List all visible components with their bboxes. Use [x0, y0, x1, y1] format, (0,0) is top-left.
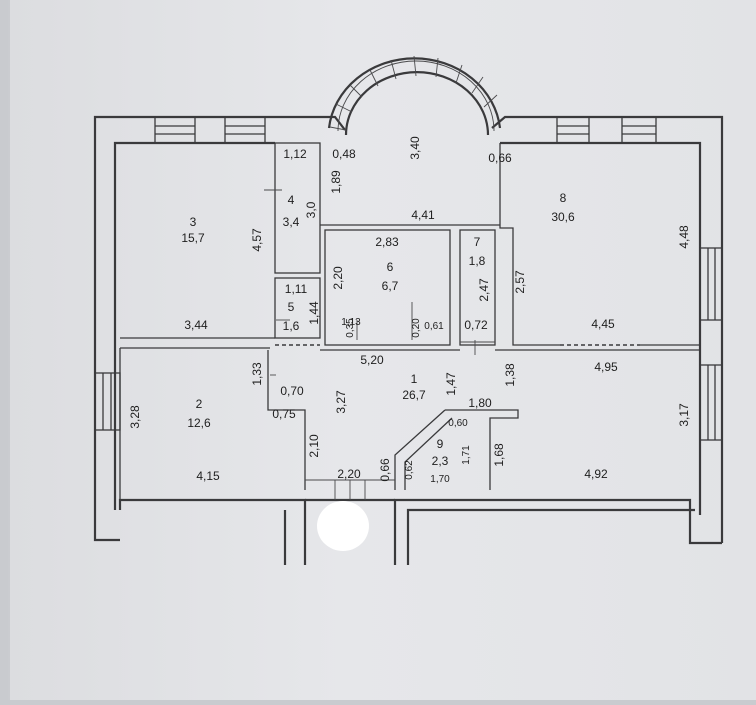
dim-label: 1,38: [503, 363, 517, 387]
outer-walls: [93, 55, 724, 565]
dim-label: 4,41: [411, 208, 435, 222]
dim-label: 1,70: [430, 474, 450, 485]
floor-plan: 3 15,7 4 3,4 5 1,6 6 6,7 7 1,8 8 30,6 2 …: [8, 0, 724, 700]
dim-label: 0,70: [280, 384, 304, 398]
dim-label: 2,47: [477, 278, 491, 302]
dim-label: 3,44: [184, 318, 208, 332]
interior-walls: [119, 142, 700, 500]
dim-label: 4,48: [677, 225, 691, 249]
redaction-blob: [317, 501, 369, 551]
dim-label: 1,33: [250, 362, 264, 386]
room-2-area: 12,6: [187, 416, 211, 430]
dim-label: 4,15: [196, 469, 220, 483]
room-8-number: 8: [560, 191, 567, 205]
dim-label: 0,72: [464, 318, 488, 332]
dim-label: 3,28: [128, 405, 142, 429]
room-9-number: 9: [437, 437, 444, 451]
dim-label: 4,95: [594, 360, 618, 374]
dim-label: 0,35: [345, 318, 356, 338]
dim-label: 0,48: [332, 147, 356, 161]
dim-label: 0,20: [411, 318, 422, 338]
dim-label: 4,57: [250, 228, 264, 252]
room-5-area: 1,6: [283, 319, 300, 333]
dim-label: 3,17: [677, 403, 691, 427]
dim-label: 2,83: [375, 235, 399, 249]
dim-label: 1,11: [285, 282, 308, 296]
room-6-number: 6: [387, 260, 394, 274]
room-3-number: 3: [190, 215, 197, 229]
room-1-number: 1: [411, 372, 418, 386]
dim-label: 0,62: [404, 460, 415, 480]
dim-label: 5,20: [360, 353, 384, 367]
dim-label: 1,68: [492, 443, 506, 467]
dim-label: 2,20: [331, 266, 345, 290]
dim-label: 3,27: [334, 390, 348, 414]
dim-label: 0,66: [488, 151, 512, 165]
room-labels: 3 15,7 4 3,4 5 1,6 6 6,7 7 1,8 8 30,6 2 …: [181, 191, 575, 468]
dim-label: 0,66: [378, 458, 392, 482]
room-7-area: 1,8: [469, 254, 486, 268]
room-1-area: 26,7: [402, 388, 426, 402]
dim-label: 2,10: [307, 434, 321, 458]
room-2-number: 2: [196, 397, 203, 411]
room-3-area: 15,7: [181, 231, 205, 245]
room-8-area: 30,6: [551, 210, 575, 224]
room-7-number: 7: [474, 235, 481, 249]
dim-label: 1,71: [461, 445, 472, 465]
room-4-area: 3,4: [283, 215, 300, 229]
dimension-labels: 1,12 0,48 0,66 4,41 2,83 1,11 1,13 0,61 …: [128, 136, 691, 485]
dim-label: 1,47: [444, 372, 458, 396]
dim-label: 1,13: [341, 317, 361, 328]
dim-label: 2,20: [337, 467, 361, 481]
dim-label: 1,12: [283, 147, 307, 161]
room-6-area: 6,7: [382, 279, 399, 293]
dim-label: 0,75: [272, 407, 296, 421]
room-5-number: 5: [288, 300, 295, 314]
dim-label: 1,89: [329, 170, 343, 194]
paper-sheet: 3 15,7 4 3,4 5 1,6 6 6,7 7 1,8 8 30,6 2 …: [8, 0, 756, 700]
room-4-number: 4: [288, 193, 295, 207]
dim-label: 4,92: [584, 467, 608, 481]
dim-label: 4,45: [591, 317, 615, 331]
dim-label: 3,40: [408, 136, 422, 160]
dim-label: 0,61: [424, 321, 444, 332]
room-9-area: 2,3: [432, 454, 449, 468]
dim-label: 0,60: [448, 418, 468, 429]
dim-label: 1,80: [468, 396, 492, 410]
dim-label: 1,44: [307, 301, 321, 325]
dim-label: 3,0: [304, 201, 318, 218]
dim-label: 2,57: [513, 270, 527, 294]
